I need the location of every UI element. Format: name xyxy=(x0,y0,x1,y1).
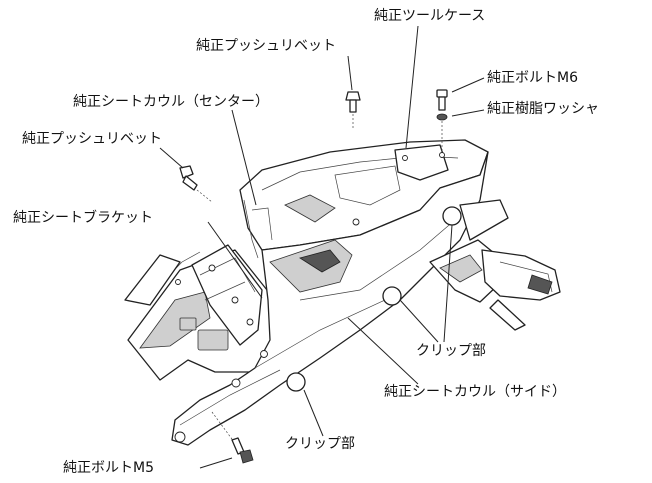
label-tool-case: 純正ツールケース xyxy=(374,8,486,24)
bolt-m6-icon xyxy=(436,89,448,111)
leader-lines xyxy=(159,25,485,469)
clip-circle-bottom xyxy=(286,372,306,392)
resin-washer-icon xyxy=(436,113,448,152)
push-rivet-left-icon xyxy=(179,165,213,203)
label-seat-cowl-center: 純正シートカウル（センター） xyxy=(73,94,269,110)
label-seat-bracket: 純正シートブラケット xyxy=(13,210,153,226)
seat-bracket-drawing xyxy=(124,244,291,381)
clip-circle-upper xyxy=(442,206,462,226)
push-rivet-top-icon xyxy=(345,91,361,128)
label-bolt-m5: 純正ボルトM5 xyxy=(63,460,154,476)
label-resin-washer: 純正樹脂ワッシャ xyxy=(487,101,599,117)
seat-cowl-center-drawing xyxy=(239,139,489,259)
bolt-m5-icon xyxy=(211,411,254,464)
clip-circle-right xyxy=(382,286,402,306)
label-clip-right: クリップ部 xyxy=(416,343,486,359)
label-seat-cowl-side: 純正シートカウル（サイド） xyxy=(384,384,566,400)
tail-light-drawing xyxy=(429,199,561,331)
label-push-rivet-top: 純正プッシュリベット xyxy=(196,38,336,54)
label-push-rivet-left: 純正プッシュリベット xyxy=(22,131,162,147)
seat-cowl-side-drawing xyxy=(171,151,489,446)
label-clip-bottom: クリップ部 xyxy=(285,436,355,452)
label-bolt-m6: 純正ボルトM6 xyxy=(487,70,578,86)
